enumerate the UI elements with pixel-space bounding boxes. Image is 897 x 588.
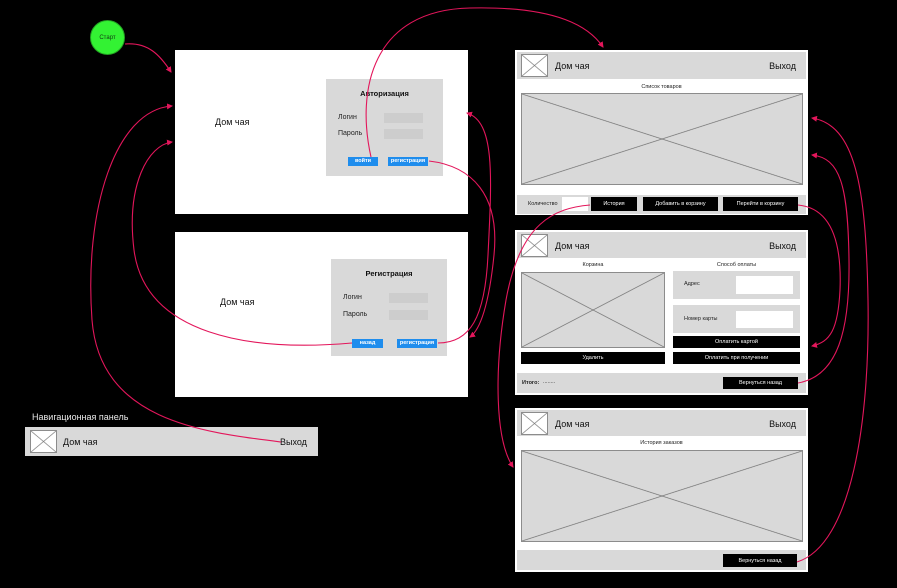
auth-register-button[interactable]: регистрация [388, 157, 428, 166]
registration-login-input[interactable] [389, 293, 428, 303]
image-placeholder-icon [521, 54, 548, 77]
total-value: ........ [543, 379, 556, 385]
product-list-image-placeholder [521, 93, 803, 185]
registration-form: Регистрация Логин Пароль назад регистрац… [331, 259, 447, 356]
add-to-cart-button[interactable]: Добавить в корзину [643, 197, 718, 211]
quantity-label: Количество [528, 201, 558, 207]
registration-screen: Дом чая Регистрация Логин Пароль назад р… [175, 232, 468, 397]
registration-brand-title: Дом чая [220, 297, 255, 307]
total-label: Итого: [522, 380, 540, 386]
registration-password-input[interactable] [389, 310, 428, 320]
card-number-input[interactable] [736, 311, 793, 328]
auth-screen: Дом чая Авторизация Логин Пароль войти р… [175, 50, 468, 214]
address-block: Адрес [673, 271, 800, 299]
quantity-input[interactable] [562, 197, 588, 211]
history-header: Дом чая Выход [517, 410, 806, 436]
pay-by-card-button[interactable]: Оплатить картой [673, 336, 800, 348]
nav-logout-link[interactable]: Выход [280, 437, 307, 447]
address-input[interactable] [736, 276, 793, 294]
registration-login-label: Логин [343, 294, 362, 301]
history-footer: Вернуться назад [517, 550, 806, 570]
nav-panel: Дом чая Выход [25, 427, 318, 456]
catalog-logout-link[interactable]: Выход [769, 61, 796, 71]
order-history-screen: Дом чая Выход История заказов Вернуться … [515, 408, 808, 572]
history-button[interactable]: История [591, 197, 637, 211]
auth-brand-title: Дом чая [215, 117, 250, 127]
cart-title: Корзина [582, 262, 604, 268]
start-node: Старт [90, 20, 125, 55]
cart-footer: Итого: ........ Вернуться назад [517, 373, 806, 393]
auth-form-title: Авторизация [360, 89, 409, 98]
registration-submit-button[interactable]: регистрация [397, 339, 437, 348]
auth-login-label: Логин [338, 114, 357, 121]
nav-panel-caption: Навигационная панель [32, 412, 129, 422]
history-header-brand: Дом чая [555, 419, 590, 429]
cart-header-brand: Дом чая [555, 241, 590, 251]
cart-back-button[interactable]: Вернуться назад [723, 377, 798, 389]
arrow-start-to-auth [124, 43, 172, 73]
cart-logout-link[interactable]: Выход [769, 241, 796, 251]
auth-form: Авторизация Логин Пароль войти регистрац… [326, 79, 443, 176]
image-placeholder-icon [521, 412, 548, 435]
history-back-button[interactable]: Вернуться назад [723, 554, 797, 567]
product-list-title: Список товаров [641, 84, 682, 90]
cart-header: Дом чая Выход [517, 232, 806, 258]
cart-screen: Дом чая Выход Корзина Способ оплаты Удал… [515, 230, 808, 395]
auth-password-input[interactable] [384, 129, 423, 139]
catalog-header: Дом чая Выход [517, 52, 806, 79]
order-history-image-placeholder [521, 450, 803, 542]
nav-brand: Дом чая [63, 437, 98, 447]
cart-items-image-placeholder [521, 272, 665, 348]
auth-login-input[interactable] [384, 113, 423, 123]
card-number-label: Номер карты [684, 316, 718, 322]
registration-back-button[interactable]: назад [352, 339, 383, 348]
history-logout-link[interactable]: Выход [769, 419, 796, 429]
address-label: Адрес [684, 281, 700, 287]
auth-password-label: Пароль [338, 130, 363, 137]
payment-method-title: Способ оплаты [716, 262, 757, 268]
delete-button[interactable]: Удалить [521, 352, 665, 364]
registration-form-title: Регистрация [365, 269, 413, 278]
start-label: Старт [99, 34, 116, 41]
catalog-header-brand: Дом чая [555, 61, 590, 71]
catalog-footer: Количество История Добавить в корзину Пе… [517, 195, 806, 214]
image-placeholder-icon [521, 234, 548, 257]
catalog-screen: Дом чая Выход Список товаров Количество … [515, 50, 808, 215]
order-history-title: История заказов [640, 440, 683, 446]
image-placeholder-icon [30, 430, 57, 453]
login-button[interactable]: войти [348, 157, 378, 166]
pay-on-delivery-button[interactable]: Оплатить при получении [673, 352, 800, 364]
registration-password-label: Пароль [343, 311, 368, 318]
card-number-block: Номер карты [673, 305, 800, 333]
go-to-cart-button[interactable]: Перейти в корзину [723, 197, 798, 211]
